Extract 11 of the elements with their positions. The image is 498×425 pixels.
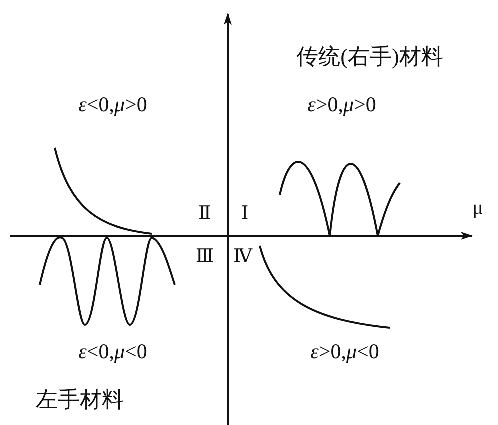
axis-label: μ (472, 197, 484, 219)
heading-text: 传统(右手)材料 (296, 44, 444, 70)
quadrant-condition: ε<0,μ<0 (78, 340, 148, 364)
quadrant-number: Ⅱ (198, 204, 212, 226)
quadrant-number: Ⅲ (196, 248, 214, 268)
quadrant-condition: ε>0,μ<0 (310, 340, 380, 364)
quadrant-number: Ⅰ (241, 204, 249, 226)
quadrant-condition: ε>0,μ>0 (308, 93, 376, 117)
quadrant-number: Ⅳ (234, 248, 252, 268)
caption-text: 左手材料 (36, 388, 124, 412)
quadrant-condition: ε<0,μ>0 (78, 93, 148, 117)
